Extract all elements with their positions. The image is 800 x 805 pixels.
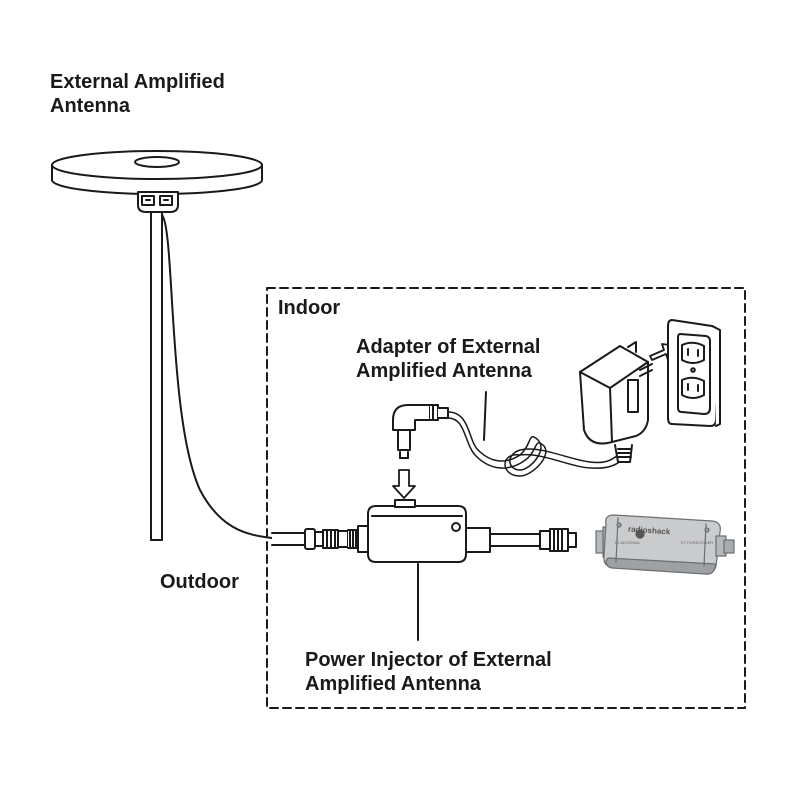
wall-outlet-icon xyxy=(667,319,721,427)
antenna-mast xyxy=(150,211,163,541)
amplifier-right-port-text: TO TV/RECEIVER xyxy=(680,540,714,545)
adapter-label-line2: Amplified Antenna xyxy=(356,360,532,382)
injector-label-line2: Amplified Antenna xyxy=(305,673,481,695)
ac-adapter-icon xyxy=(579,341,653,463)
coax-cable-right xyxy=(489,528,577,552)
adapter-label-line1: Adapter of External xyxy=(356,336,541,358)
adapter-leader-line xyxy=(483,391,487,441)
indoor-boundary xyxy=(266,287,746,709)
injector-label-line1: Power Injector of External xyxy=(305,649,552,671)
adapter-label: Adapter of External Amplified Antenna xyxy=(356,335,540,383)
outdoor-label: Outdoor xyxy=(160,571,239,593)
power-injector-icon xyxy=(357,499,491,563)
dc-plug-icon xyxy=(392,404,449,459)
indoor-label: Indoor xyxy=(278,297,341,319)
down-arrow-icon xyxy=(392,469,416,499)
adapter-cable-outer xyxy=(447,417,623,477)
external-antenna-label: External Amplified Antenna xyxy=(50,70,225,118)
coax-connector-left xyxy=(271,528,359,550)
antenna-disc-icon xyxy=(51,150,263,213)
amplifier-icon xyxy=(595,514,735,575)
external-antenna-label-line1: External Amplified xyxy=(50,71,225,93)
injector-label: Power Injector of External Amplified Ant… xyxy=(305,648,552,696)
external-antenna-label-line2: Antenna xyxy=(50,95,130,117)
amplifier-left-port-text: TO ANTENNA xyxy=(614,540,640,545)
adapter-cable xyxy=(447,411,619,471)
antenna-coax-cable xyxy=(161,214,273,539)
